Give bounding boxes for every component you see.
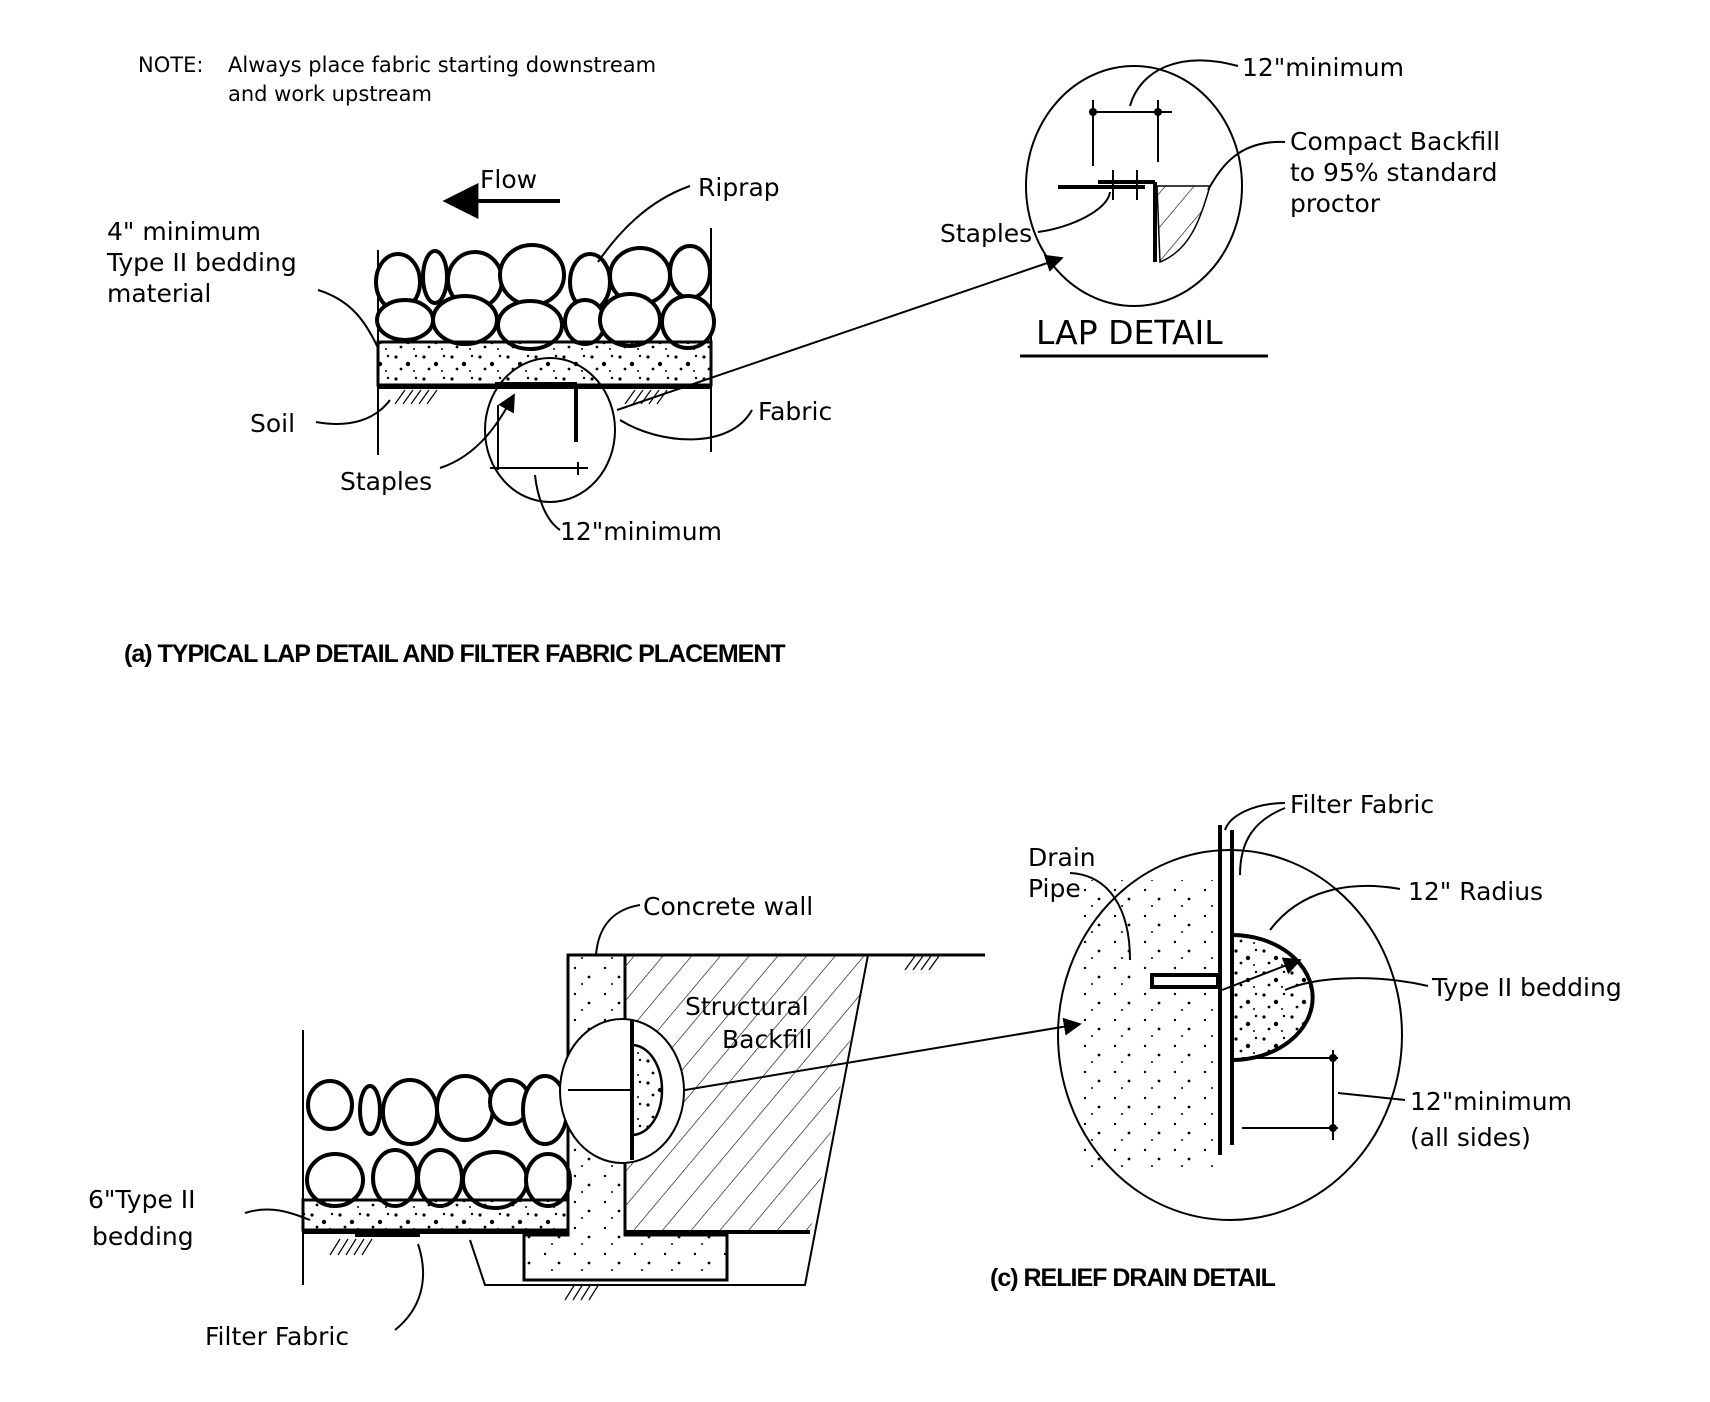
lap-detail-circle bbox=[1025, 65, 1243, 307]
backfill-label-2: to 95% standard bbox=[1290, 158, 1497, 187]
bedding-c-label-2: bedding bbox=[92, 1222, 194, 1251]
structural-backfill-hatch bbox=[625, 955, 868, 1232]
concrete-wall-label: Concrete wall bbox=[643, 892, 813, 921]
bedding-half-circle bbox=[1230, 932, 1315, 1063]
lap-callout-circle bbox=[484, 357, 616, 503]
compacted-backfill-hatch bbox=[1156, 185, 1212, 264]
panel-a-caption: (a) TYPICAL LAP DETAIL AND FILTER FABRIC… bbox=[124, 640, 785, 668]
lap-min12-label: 12"minimum bbox=[1242, 53, 1404, 82]
relief-drain-detail: Filter Fabric Drain Pipe 12" Radius Type… bbox=[1028, 790, 1622, 1221]
panel-c-section: Concrete wall Structural Backfill 6"Type… bbox=[88, 892, 1082, 1351]
structural-label-1: Structural bbox=[685, 992, 809, 1021]
lap-detail-pointer bbox=[616, 254, 1064, 411]
bedding-label-1: 4" minimum bbox=[107, 217, 261, 246]
bedding-label-2: Type II bedding bbox=[106, 248, 297, 277]
filter-fabric-c-label: Filter Fabric bbox=[205, 1322, 349, 1351]
lap-detail: 12"minimum Compact Backfill to 95% stand… bbox=[940, 53, 1500, 358]
flow-label: Flow bbox=[480, 165, 537, 194]
relief-bedding-label: Type II bedding bbox=[1431, 973, 1622, 1002]
note-prefix: NOTE: bbox=[138, 53, 203, 77]
panel-c-caption: (c) RELIEF DRAIN DETAIL bbox=[990, 1264, 1276, 1292]
drain-pipe bbox=[1150, 973, 1220, 989]
bedding-label-3: material bbox=[107, 279, 211, 308]
relief-min12-label-2: (all sides) bbox=[1410, 1123, 1531, 1152]
relief-filter-fabric-label: Filter Fabric bbox=[1290, 790, 1434, 819]
relief-min12-label-1: 12"minimum bbox=[1410, 1087, 1572, 1116]
radius-label: 12" Radius bbox=[1408, 877, 1543, 906]
backfill-label-1: Compact Backfill bbox=[1290, 127, 1500, 156]
relief-detail-pointer bbox=[684, 1017, 1082, 1091]
lap-staples-label: Staples bbox=[940, 219, 1032, 248]
panel-a-section: Flow bbox=[106, 165, 1064, 546]
note-line-1: Always place fabric starting downstream bbox=[228, 53, 656, 77]
backfill-label-3: proctor bbox=[1290, 189, 1381, 218]
note-line-2: and work upstream bbox=[228, 82, 432, 106]
riprap-rocks bbox=[374, 243, 716, 351]
staples-label: Staples bbox=[340, 467, 432, 496]
riprap-rocks-c bbox=[305, 1074, 572, 1210]
lap-detail-title: LAP DETAIL bbox=[1036, 313, 1223, 352]
note: NOTE: Always place fabric starting downs… bbox=[138, 53, 656, 106]
riprap-label: Riprap bbox=[698, 173, 780, 202]
bedding-layer-c bbox=[301, 1198, 570, 1232]
fabric-label: Fabric bbox=[758, 397, 832, 426]
soil-hatch bbox=[394, 389, 668, 405]
drain-label-2: Pipe bbox=[1028, 874, 1081, 903]
bedding-c-label-1: 6"Type II bbox=[88, 1185, 196, 1214]
min12-label: 12"minimum bbox=[560, 517, 722, 546]
soil-label: Soil bbox=[250, 409, 295, 438]
structural-label-2: Backfill bbox=[722, 1025, 812, 1054]
drain-label-1: Drain bbox=[1028, 843, 1096, 872]
bedding-layer bbox=[376, 340, 713, 387]
